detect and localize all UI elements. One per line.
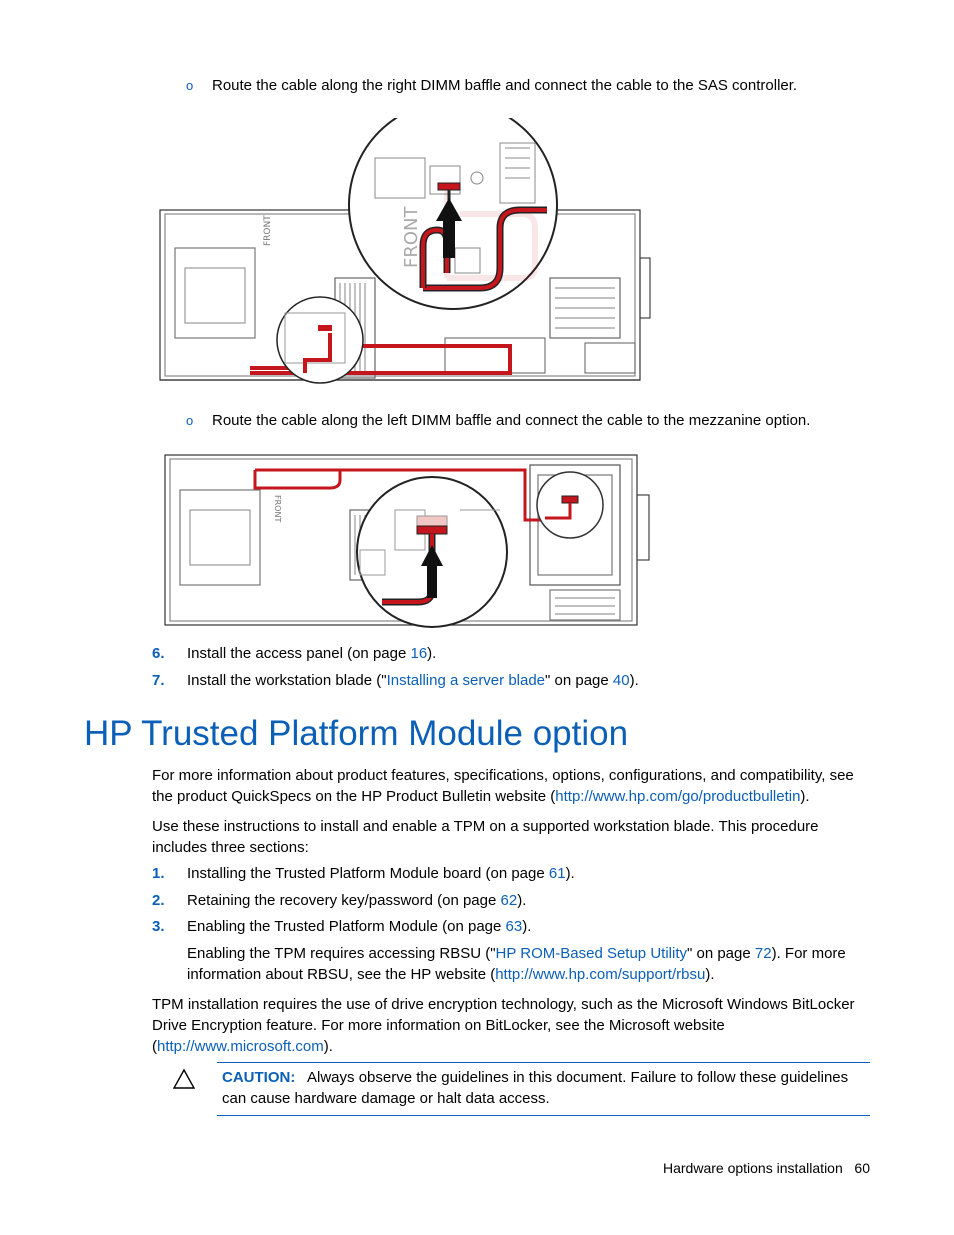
step-text: Install the access panel (on page 16).: [187, 645, 437, 662]
step-text: Retaining the recovery key/password (on …: [187, 892, 527, 909]
bullet-text: Route the cable along the right DIMM baf…: [212, 77, 798, 94]
page-link[interactable]: 62: [500, 892, 518, 909]
paragraph-intro: Use these instructions to install and en…: [152, 818, 819, 856]
figure-mezzanine-cable-routing: FRONT: [164, 454, 650, 628]
page-footer: Hardware options installation 60: [663, 1158, 870, 1179]
paragraph-bitlocker: TPM installation requires the use of dri…: [152, 996, 855, 1055]
svg-text:FRONT: FRONT: [273, 495, 282, 522]
caution-box: CAUTION: Always observe the guidelines i…: [217, 1062, 870, 1116]
productbulletin-link[interactable]: http://www.hp.com/go/productbulletin: [555, 788, 801, 805]
page-link[interactable]: 61: [548, 865, 566, 882]
page-link[interactable]: 72: [754, 945, 772, 962]
footer-section: Hardware options installation: [662, 1160, 843, 1176]
step-number: 2.: [152, 892, 165, 909]
page-link[interactable]: 16: [410, 645, 428, 662]
bullet-marker: o: [186, 413, 194, 428]
xref-link[interactable]: Installing a server blade: [386, 672, 546, 689]
microsoft-link[interactable]: http://www.microsoft.com: [157, 1038, 324, 1055]
step-text: Installing the Trusted Platform Module b…: [187, 865, 575, 882]
page-link[interactable]: 63: [505, 918, 523, 935]
page-number: 60: [854, 1160, 870, 1176]
bullet-marker: o: [186, 78, 194, 93]
caution-label: CAUTION:: [222, 1069, 296, 1086]
step-number: 7.: [152, 672, 165, 689]
step-text: Install the workstation blade ("Installi…: [187, 672, 639, 689]
step-number: 1.: [152, 865, 165, 882]
paragraph-rbsu: Enabling the TPM requires accessing RBSU…: [187, 945, 846, 983]
step-number: 6.: [152, 645, 165, 662]
step-number: 3.: [152, 918, 165, 935]
svg-text:FRONT: FRONT: [263, 215, 273, 246]
figure-sas-cable-routing: FRONT FRONT: [159, 118, 651, 384]
front-label: FRONT: [401, 206, 422, 268]
page-link[interactable]: 40: [612, 672, 630, 689]
bullet-text: Route the cable along the left DIMM baff…: [212, 412, 811, 429]
paragraph-quickspecs: For more information about product featu…: [152, 767, 854, 805]
section-title: HP Trusted Platform Module option: [84, 714, 629, 753]
xref-link[interactable]: HP ROM-Based Setup Utility: [495, 945, 687, 962]
rbsu-link[interactable]: http://www.hp.com/support/rbsu: [495, 966, 706, 983]
caution-triangle-icon: [172, 1068, 196, 1089]
caution-text: CAUTION: Always observe the guidelines i…: [222, 1069, 849, 1107]
step-text: Enabling the Trusted Platform Module (on…: [187, 918, 532, 935]
